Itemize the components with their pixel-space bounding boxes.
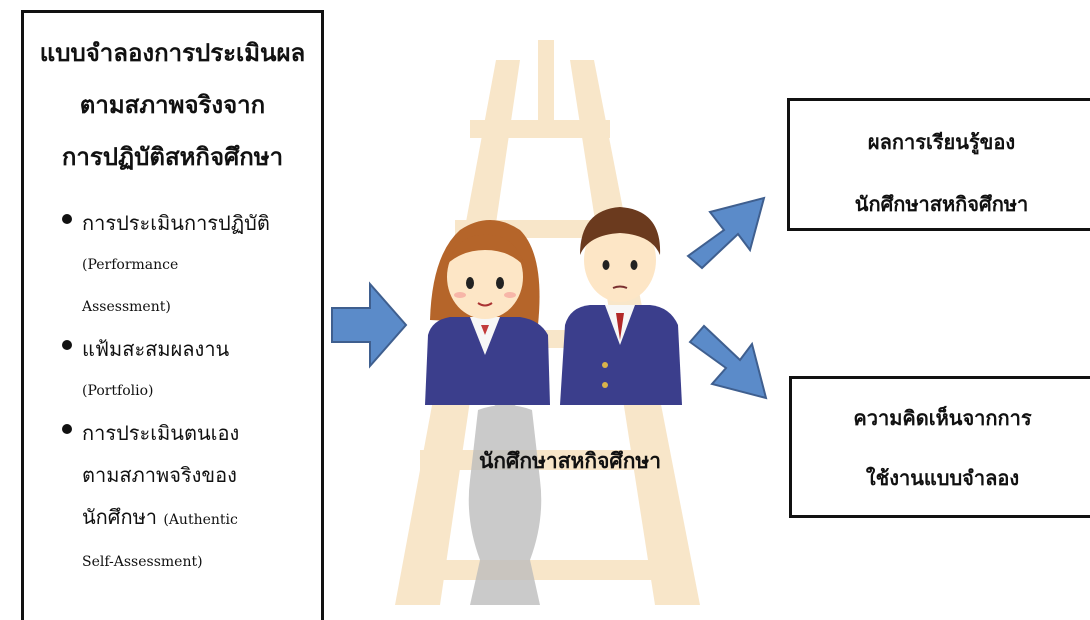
bullet-icon — [62, 424, 72, 434]
list-item: แฟ้มสะสมผลงาน (Portfolio) — [62, 328, 292, 412]
outcome-line-2: นักศึกษาสหกิจศึกษา — [854, 192, 1029, 216]
opinion-line-1: ความคิดเห็นจากการ — [853, 406, 1032, 430]
panel-title-line-1: แบบจำลองการประเมินผล — [39, 38, 306, 67]
list-item: การประเมินตนเอง ตามสภาพจริงของ นักศึกษา … — [62, 412, 292, 583]
list-item: การประเมินการปฏิบัติ (Performance Assess… — [62, 202, 292, 328]
method-portfolio-en: (Portfolio) — [82, 383, 154, 399]
method-self-en-inline: (Authentic — [163, 512, 238, 528]
arrow-up-right-icon — [686, 196, 766, 270]
method-self-thai-student: นักศึกษา — [82, 505, 157, 529]
method-performance-en-2: Assessment) — [82, 299, 171, 315]
method-self-thai-3: นักศึกษา (Authentic — [82, 496, 292, 541]
method-self-en: Self-Assessment) — [82, 554, 203, 570]
bullet-icon — [62, 340, 72, 350]
method-performance-en-1: (Performance — [82, 257, 179, 273]
male-student-figure — [560, 207, 682, 405]
arrow-down-right-icon — [688, 324, 768, 400]
panel-title-line-3: การปฏิบัติสหกิจศึกษา — [61, 142, 284, 171]
assessment-model-panel: แบบจำลองการประเมินผล ตามสภาพจริงจาก การป… — [21, 10, 324, 620]
model-opinion-box: ความคิดเห็นจากการ ใช้งานแบบจำลอง — [789, 376, 1090, 518]
assessment-methods-list: การประเมินการปฏิบัติ (Performance Assess… — [62, 202, 292, 583]
panel-title-line-2: ตามสภาพจริงจาก — [79, 90, 266, 119]
method-self-thai-2: ตามสภาพจริงของ — [82, 463, 237, 487]
method-self-thai-1: การประเมินตนเอง — [82, 421, 240, 445]
students-illustration — [425, 207, 682, 405]
bullet-icon — [62, 214, 72, 224]
opinion-line-2: ใช้งานแบบจำลอง — [865, 466, 1020, 490]
learning-outcome-box: ผลการเรียนรู้ของ นักศึกษาสหกิจศึกษา — [787, 98, 1090, 231]
outcome-line-1: ผลการเรียนรู้ของ — [867, 130, 1016, 154]
arrow-right-icon — [331, 281, 408, 369]
method-performance-thai: การประเมินการปฏิบัติ — [82, 211, 270, 235]
method-portfolio-thai: แฟ้มสะสมผลงาน — [82, 337, 230, 361]
female-student-figure — [425, 220, 550, 405]
student-caption: นักศึกษาสหกิจศึกษา — [478, 448, 662, 473]
